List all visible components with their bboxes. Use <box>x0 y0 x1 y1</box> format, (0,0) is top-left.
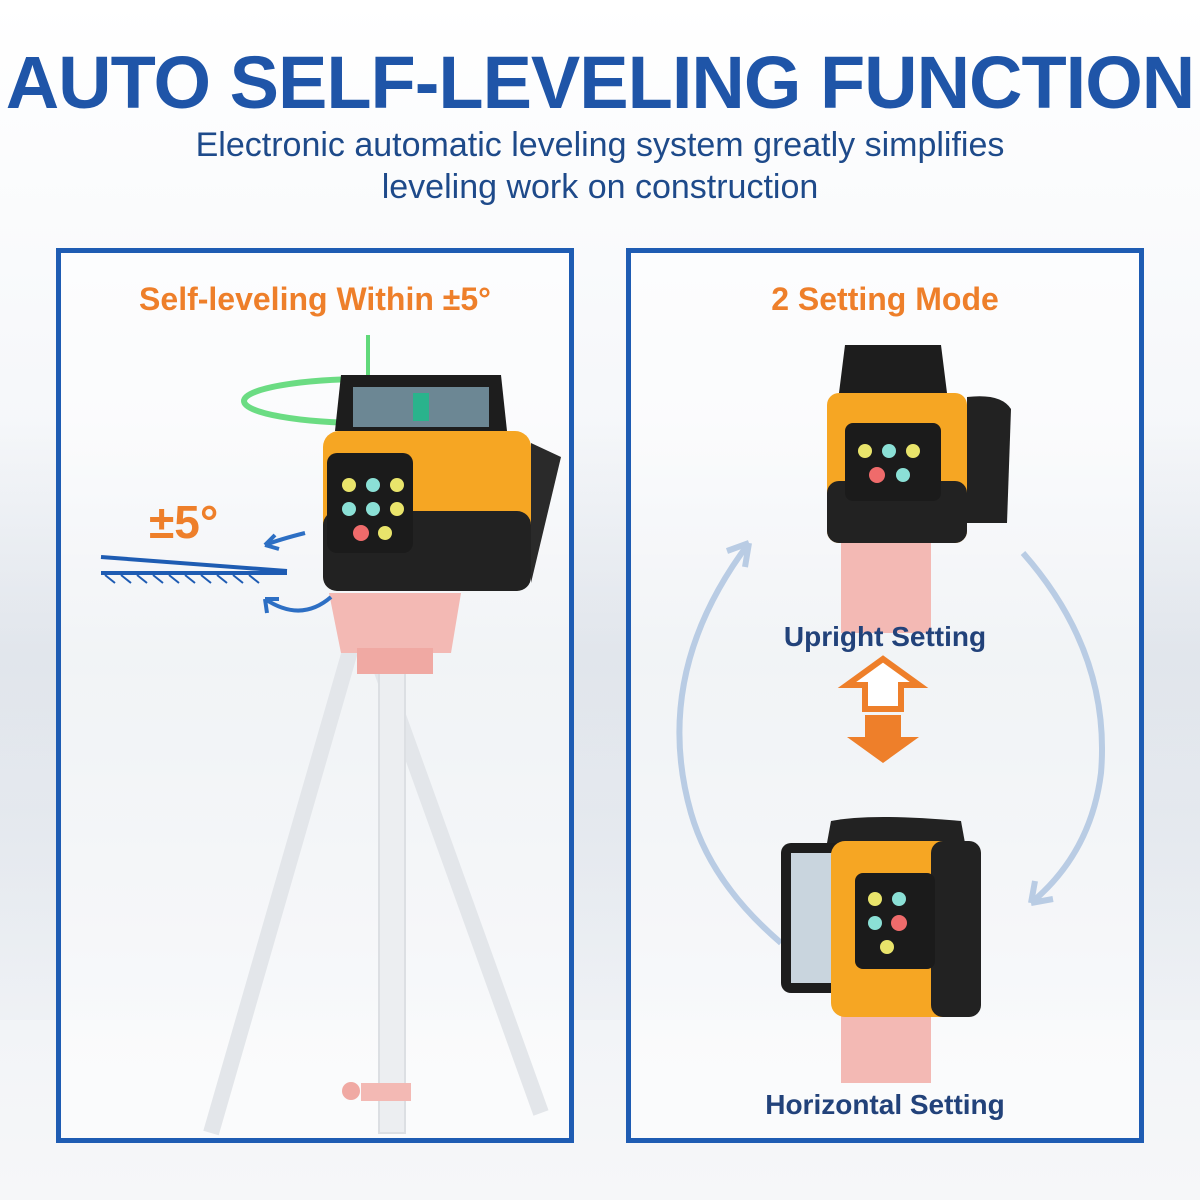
setting-mode-illustration <box>676 345 1105 1083</box>
subtitle-line-2: leveling work on construction <box>381 168 819 206</box>
tripod-laser-illustration <box>100 335 561 1136</box>
swap-arrows-icon <box>837 655 929 763</box>
cycle-arrow-icon <box>676 540 1105 946</box>
tilt-arrow-icon <box>100 531 333 614</box>
self-leveling-panel: Self-leveling Within ±5° <box>56 248 574 1143</box>
setting-mode-panel: 2 Setting Mode <box>626 248 1144 1143</box>
upright-device-icon <box>827 345 1011 633</box>
horizontal-setting-caption: Horizontal Setting <box>765 1089 1005 1120</box>
self-leveling-title: Self-leveling Within ±5° <box>139 281 491 317</box>
page-title: AUTO SELF-LEVELING FUNCTION <box>5 41 1196 124</box>
angle-label: ±5° <box>149 496 219 548</box>
page-subtitle: Electronic automatic leveling system gre… <box>100 124 1100 208</box>
horizontal-device-icon <box>781 817 981 1083</box>
tripod-icon <box>203 593 549 1136</box>
subtitle-line-1: Electronic automatic leveling system gre… <box>195 126 1005 164</box>
setting-mode-title: 2 Setting Mode <box>771 281 999 317</box>
laser-level-device-icon <box>323 375 561 591</box>
upright-setting-caption: Upright Setting <box>783 621 987 652</box>
